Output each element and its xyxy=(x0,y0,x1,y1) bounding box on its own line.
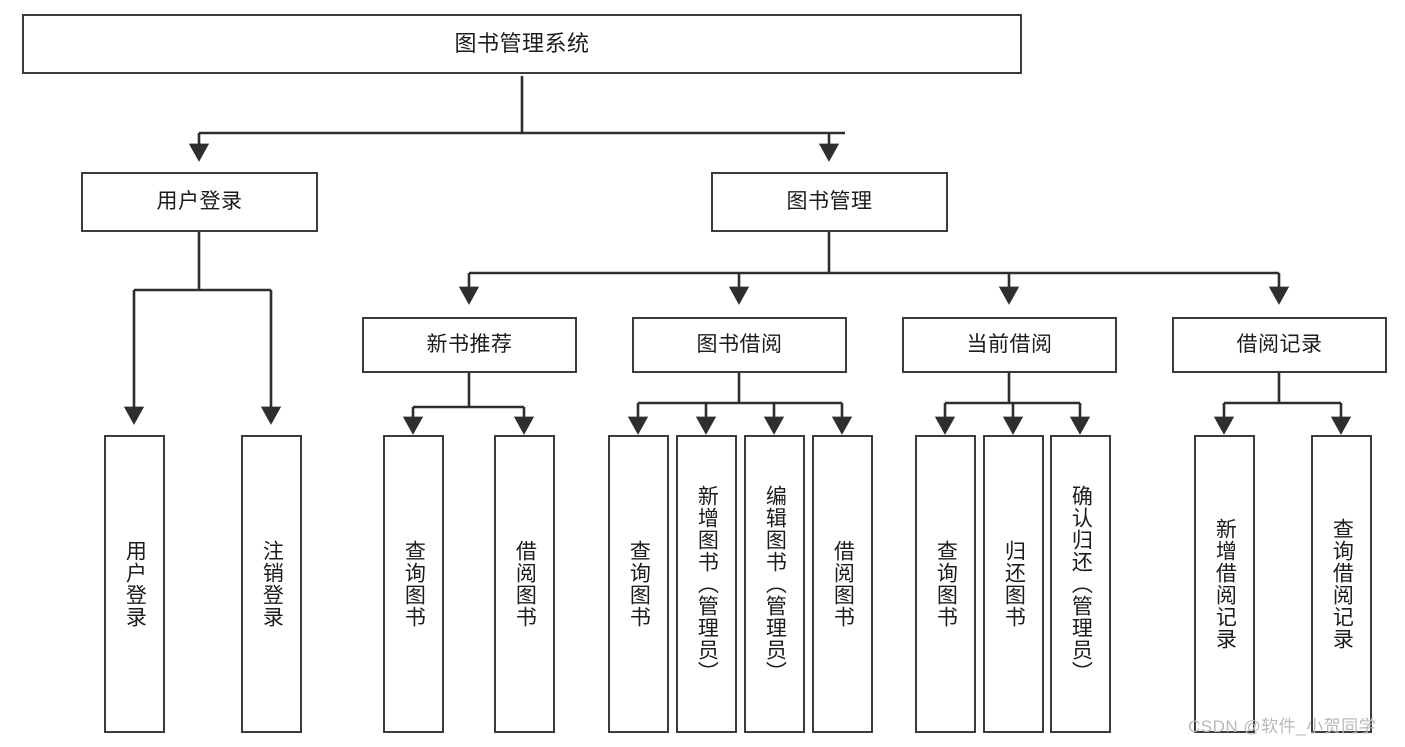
node-label: 查询借阅记录 xyxy=(1330,518,1354,650)
node-label: 图书借阅 xyxy=(696,332,783,356)
node-current-borrowing[interactable]: 当前借阅 xyxy=(902,317,1117,373)
node-label: 确认归还（管理员） xyxy=(1069,485,1093,683)
leaf-borrow-edit-book-admin[interactable]: 编辑图书（管理员） xyxy=(744,435,805,733)
node-label: 用户登录 xyxy=(156,189,243,213)
node-label: 查询图书 xyxy=(402,540,426,628)
node-label: 查询图书 xyxy=(934,540,958,628)
node-label: 注销登录 xyxy=(260,540,284,628)
node-label: 查询图书 xyxy=(627,540,651,628)
leaf-current-confirm-return-admin[interactable]: 确认归还（管理员） xyxy=(1050,435,1111,733)
leaf-borrow-borrow-books[interactable]: 借阅图书 xyxy=(812,435,873,733)
node-label: 新增图书（管理员） xyxy=(695,485,719,683)
node-user-login[interactable]: 用户登录 xyxy=(81,172,318,232)
node-label: 新增借阅记录 xyxy=(1213,518,1237,650)
node-label: 借阅图书 xyxy=(831,540,855,628)
node-label: 借阅图书 xyxy=(513,540,537,628)
leaf-current-query-books[interactable]: 查询图书 xyxy=(915,435,976,733)
leaf-new-book-query-books[interactable]: 查询图书 xyxy=(383,435,444,733)
leaf-record-add-borrow-record[interactable]: 新增借阅记录 xyxy=(1194,435,1255,733)
leaf-user-login-login[interactable]: 用户登录 xyxy=(104,435,165,733)
node-label: 新书推荐 xyxy=(426,332,513,356)
leaf-record-query-borrow-record[interactable]: 查询借阅记录 xyxy=(1311,435,1372,733)
node-label: 当前借阅 xyxy=(966,332,1053,356)
node-book-borrowing[interactable]: 图书借阅 xyxy=(632,317,847,373)
node-label: 图书管理系统 xyxy=(454,31,590,57)
node-book-management[interactable]: 图书管理 xyxy=(711,172,948,232)
node-label: 借阅记录 xyxy=(1236,332,1323,356)
leaf-new-book-borrow-books[interactable]: 借阅图书 xyxy=(494,435,555,733)
csdn-watermark: CSDN @软件_小贺同学 xyxy=(1188,717,1377,736)
leaf-user-login-logout[interactable]: 注销登录 xyxy=(241,435,302,733)
leaf-current-return-books[interactable]: 归还图书 xyxy=(983,435,1044,733)
node-label: 编辑图书（管理员） xyxy=(763,485,787,683)
node-label: 归还图书 xyxy=(1002,540,1026,628)
node-borrowing-record[interactable]: 借阅记录 xyxy=(1172,317,1387,373)
node-new-book-recommendation[interactable]: 新书推荐 xyxy=(362,317,577,373)
node-label: 用户登录 xyxy=(123,540,147,628)
node-label: 图书管理 xyxy=(786,189,873,213)
node-root-book-management-system[interactable]: 图书管理系统 xyxy=(22,14,1022,74)
leaf-borrow-add-book-admin[interactable]: 新增图书（管理员） xyxy=(676,435,737,733)
leaf-borrow-query-books[interactable]: 查询图书 xyxy=(608,435,669,733)
